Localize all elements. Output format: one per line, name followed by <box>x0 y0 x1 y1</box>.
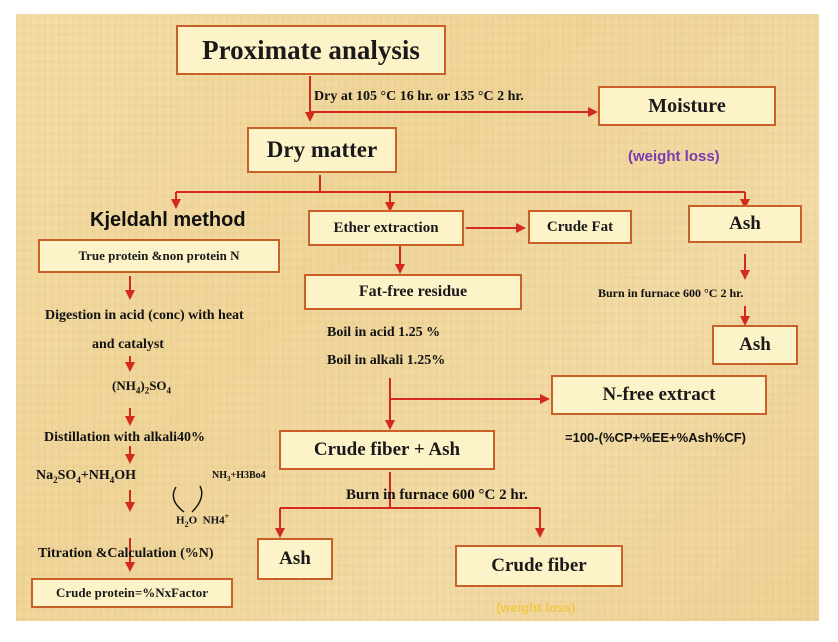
dry-condition-label: Dry at 105 °C 16 hr. or 135 °C 2 hr. <box>314 89 524 104</box>
boil-acid-label: Boil in acid 1.25 % <box>327 325 441 340</box>
fiber-ash-result-box: Ash <box>257 538 333 580</box>
fiber-burn-label: Burn in furnace 600 °C 2 hr. <box>346 487 528 503</box>
reaction-arrow-1 <box>172 486 185 513</box>
crude-protein-box: Crude protein=%NxFactor <box>31 578 233 608</box>
distillation-label: Distillation with alkali40% <box>44 430 206 445</box>
products-formula: H2O NH4+ <box>176 512 230 529</box>
kjeldahl-heading: Kjeldahl method <box>90 209 246 231</box>
ash-burn-label: Burn in furnace 600 °C 2 hr. <box>598 286 744 300</box>
title-box: Proximate analysis <box>176 25 446 75</box>
ash-top-box: Ash <box>688 205 802 243</box>
weight-loss-label: (weight loss) <box>628 148 720 165</box>
ammonium-sulfate-formula: (NH4)2SO4 <box>112 378 172 396</box>
fat-free-box: Fat-free residue <box>304 274 522 310</box>
reaction-arrow-2 <box>191 485 203 513</box>
moisture-box: Moisture <box>598 86 776 126</box>
reaction-formula: Na2SO4+NH4OH <box>36 468 137 485</box>
crude-fat-box: Crude Fat <box>528 210 632 244</box>
dry-matter-box: Dry matter <box>247 127 397 173</box>
page-title: Proximate analysis <box>202 34 420 65</box>
n-free-formula: =100-(%CP+%EE+%Ash%CF) <box>565 430 746 445</box>
crude-fiber-box: Crude fiber <box>455 545 623 587</box>
boil-alkali-label: Boil in alkali 1.25% <box>327 353 446 368</box>
true-protein-box: True protein &non protein N <box>38 239 280 273</box>
digestion-line-2: and catalyst <box>92 337 164 352</box>
ash-bottom-box: Ash <box>712 325 798 365</box>
boric-formula: NH3+H3Bo4 <box>212 470 266 483</box>
n-free-box: N-free extract <box>551 375 767 415</box>
ether-extraction-box: Ether extraction <box>308 210 464 246</box>
titration-label: Titration &Calculation (%N) <box>38 546 214 561</box>
faded-weight-loss-label: (weight loss) <box>496 600 576 615</box>
digestion-line-1: Digestion in acid (conc) with heat <box>45 308 244 323</box>
fiber-ash-box: Crude fiber + Ash <box>279 430 495 470</box>
